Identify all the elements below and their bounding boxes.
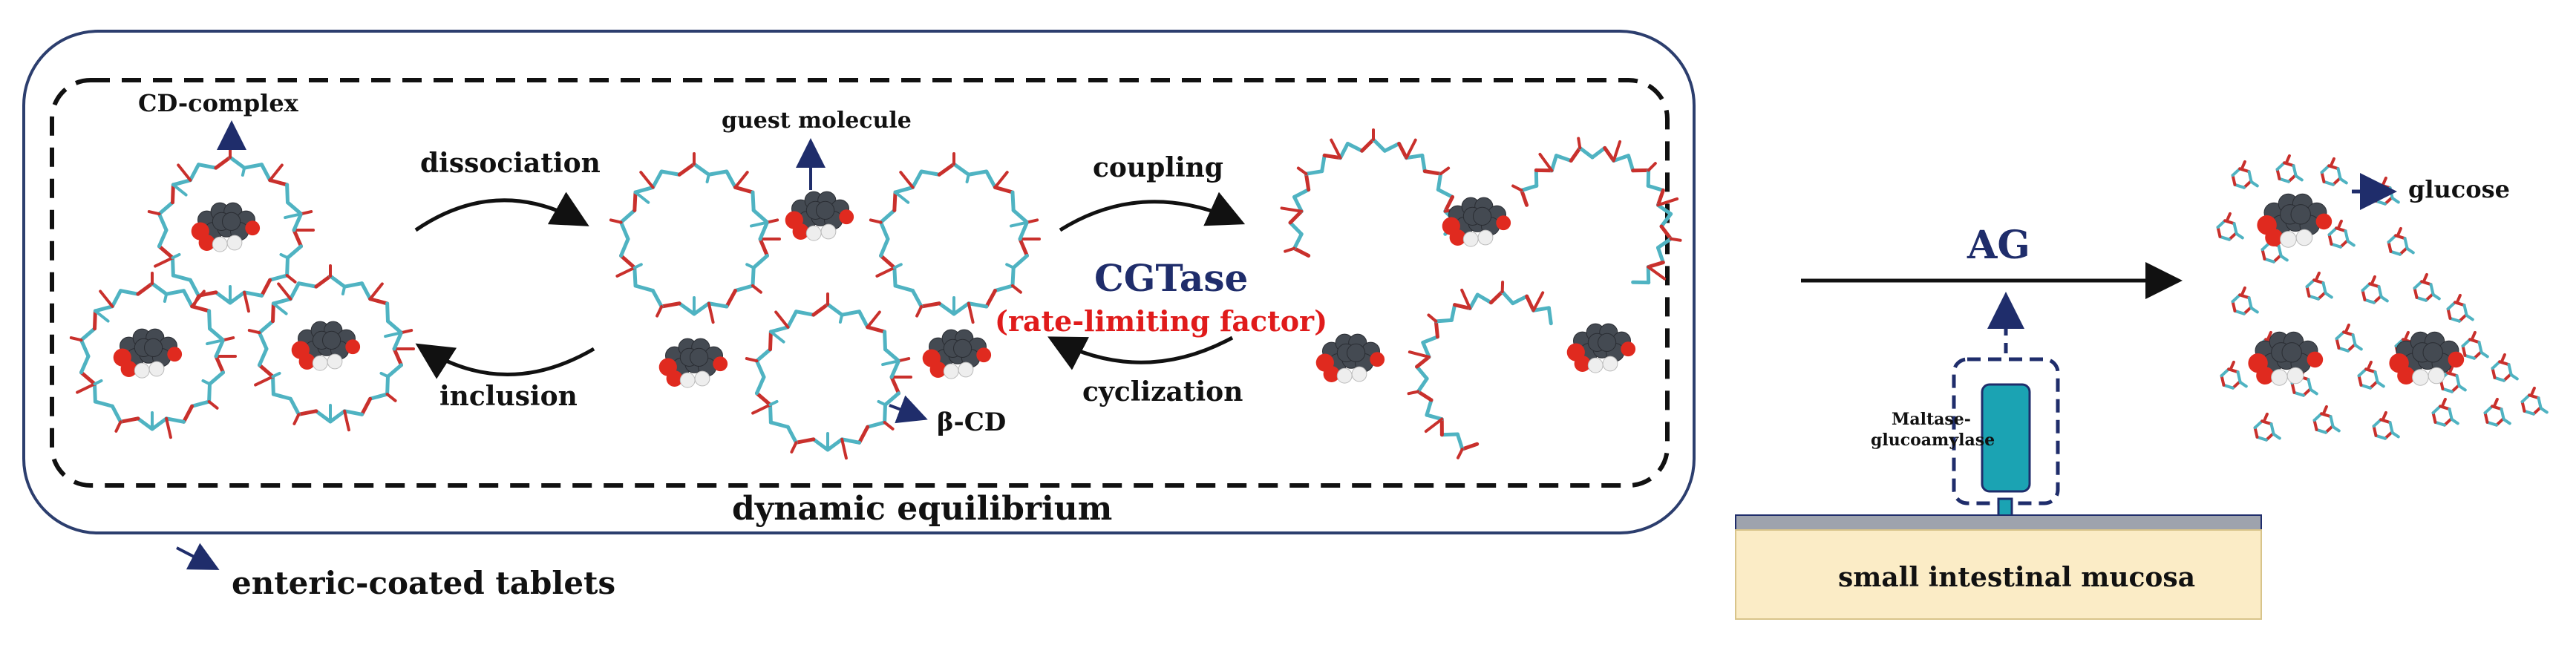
rate-limiting-label: (rate-limiting factor) — [995, 304, 1327, 338]
cyclization-label: cyclization — [1082, 376, 1243, 408]
dissociation-label: dissociation — [420, 148, 601, 179]
guest-molecule-icon — [2257, 193, 2333, 248]
guest-molecule-icon — [1566, 323, 1636, 373]
membrane-layer — [1735, 514, 2262, 531]
guest-molecule-icon — [291, 321, 361, 371]
glucose-unit-icon — [2231, 286, 2259, 315]
enteric-tablet-frame — [22, 30, 1696, 534]
guest-molecule-icon — [922, 329, 992, 379]
mucosa-label: small intestinal mucosa — [1838, 562, 2195, 593]
enteric-arrow — [176, 543, 220, 570]
beta-cd-arrow — [889, 395, 928, 424]
glucose-unit-icon — [2327, 219, 2356, 249]
glucose-unit-icon — [2372, 410, 2400, 440]
guest-molecule-icon — [1442, 197, 1511, 247]
maltase-label-line2: glucoamylase — [1871, 431, 1995, 450]
inclusion-label: inclusion — [439, 381, 578, 412]
glucose-unit-icon — [2361, 275, 2389, 304]
glucose-unit-icon — [2483, 397, 2511, 427]
cyclodextrin-complex-icon — [69, 272, 237, 439]
glucose-label: glucose — [2408, 175, 2510, 203]
glucose-unit-icon — [2275, 154, 2304, 183]
glucose-unit-icon — [2413, 272, 2441, 302]
glucose-unit-icon — [2446, 293, 2474, 323]
enteric-coated-label: enteric-coated tablets — [232, 565, 615, 601]
glucose-unit-icon — [2253, 412, 2281, 442]
guest-molecule-icon — [2389, 331, 2465, 386]
small-intestinal-mucosa — [1735, 529, 2262, 620]
cyclization-arrow — [1047, 336, 1234, 370]
glucose-unit-icon — [2216, 212, 2244, 241]
dissociation-arrow — [414, 192, 589, 232]
glucose-unit-icon — [2320, 157, 2348, 186]
maltase-label-line1: Maltase- — [1892, 410, 1971, 429]
glucose-unit-icon — [2335, 323, 2363, 353]
beta-cd-label: β-CD — [937, 408, 1006, 437]
beta-cyclodextrin-ring-icon — [745, 292, 912, 460]
ag-label: AG — [1967, 223, 2030, 268]
linear-dextrin-icon — [1511, 137, 1682, 285]
cgtase-label: CGTase — [1094, 256, 1248, 300]
glucose-unit-icon — [2312, 405, 2341, 434]
guest-molecule-icon — [785, 191, 854, 241]
glucose-unit-icon — [2439, 364, 2467, 393]
beta-cyclodextrin-ring-icon — [869, 152, 1041, 324]
coupling-label: coupling — [1093, 152, 1223, 183]
guest-molecule-icon — [1315, 333, 1385, 384]
molecule-layer — [69, 128, 2549, 460]
glucose-unit-icon — [2305, 271, 2333, 301]
maltase-glucoamylase-icon — [1981, 383, 2031, 493]
guest-molecule-label: guest molecule — [722, 108, 912, 134]
guest-molecule-icon — [658, 338, 728, 388]
glucose-unit-icon — [2387, 226, 2415, 256]
glucose-unit-icon — [2220, 360, 2248, 390]
glucose-unit-icon — [2491, 353, 2519, 382]
beta-cyclodextrin-ring-icon — [609, 152, 781, 324]
guest-molecule-icon — [113, 328, 183, 379]
cyclodextrin-complex-icon — [147, 145, 315, 313]
guest-molecule-icon — [191, 202, 261, 252]
linear-dextrin-icon — [1407, 281, 1553, 459]
linear-dextrin-icon — [1280, 128, 1467, 258]
inclusion-arrow — [415, 343, 595, 379]
guest-molecule-icon — [2248, 331, 2324, 386]
dynamic-equilibrium-label: dynamic equilibrium — [732, 490, 1112, 528]
glucose-unit-icon — [2520, 386, 2549, 416]
coupling-arrow — [1059, 192, 1246, 232]
glucose-unit-icon — [2231, 160, 2259, 189]
glucose-unit-icon — [2431, 397, 2459, 427]
cyclodextrin-complex-icon — [247, 264, 415, 432]
glucose-unit-icon — [2357, 360, 2385, 390]
glucose-unit-icon — [2461, 330, 2489, 360]
cd-complex-label: CD-complex — [138, 89, 299, 117]
dynamic-equilibrium-box — [50, 78, 1670, 488]
